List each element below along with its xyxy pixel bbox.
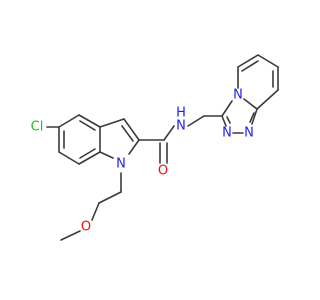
bond	[237, 54, 259, 68]
bond	[91, 202, 100, 221]
bond	[99, 118, 125, 128]
bond	[78, 114, 101, 128]
bond	[99, 151, 114, 159]
bond	[121, 125, 134, 142]
bridgehead-nitrogen-atom-label: N	[233, 88, 243, 103]
amide-nitrogen-atom-label: N	[176, 119, 186, 134]
bond	[60, 230, 81, 241]
indole-nitrogen-atom-label: N	[116, 157, 126, 172]
bond	[226, 116, 231, 124]
triazole-nitrogen-atom-label: N	[222, 126, 232, 141]
bond	[221, 100, 233, 117]
bond	[123, 118, 140, 141]
bond	[243, 98, 258, 110]
bond	[98, 191, 122, 204]
molecule-structure: Cl O N H N O N N N	[31, 54, 279, 241]
bond	[78, 151, 101, 165]
bond	[128, 139, 140, 155]
bond	[221, 115, 227, 127]
bond	[79, 120, 96, 131]
ether-oxygen-atom-label: O	[81, 220, 91, 235]
carbonyl-oxygen-atom-label: O	[158, 164, 168, 179]
bond	[58, 151, 80, 165]
bond	[241, 60, 259, 72]
chlorine-atom-label: Cl	[31, 120, 44, 135]
bond	[58, 114, 80, 128]
bond	[256, 89, 279, 110]
bond	[163, 125, 175, 141]
bond	[251, 108, 258, 125]
bond	[257, 54, 279, 68]
bond	[79, 148, 96, 159]
bond	[249, 112, 255, 123]
atom-labels: Cl O N H N O N N N	[31, 88, 254, 235]
triazole-nitrogen-atom-label: N	[244, 126, 254, 141]
bonds	[46, 54, 279, 241]
bond	[187, 115, 205, 127]
amide-hydrogen-atom-label: H	[176, 106, 186, 121]
